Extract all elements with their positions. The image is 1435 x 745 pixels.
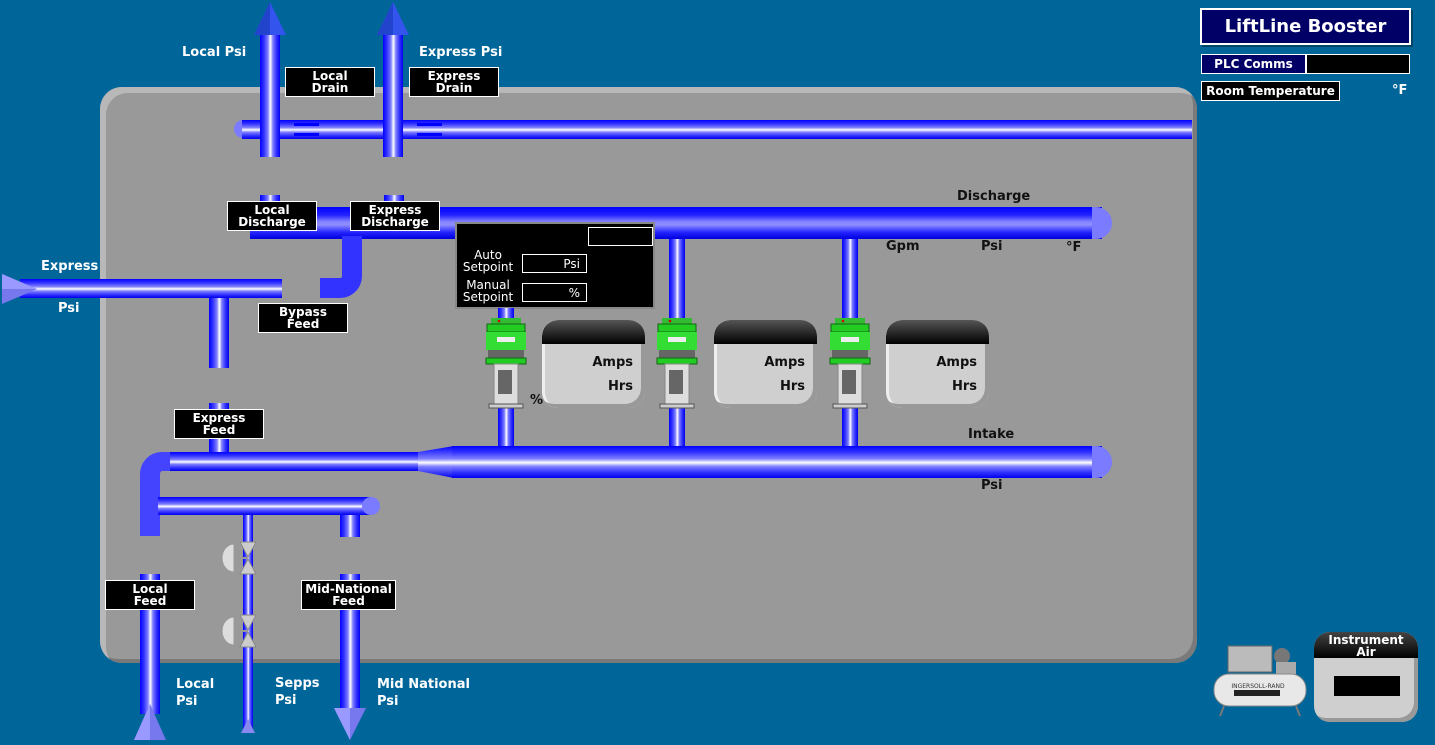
express-feed-valve-label[interactable]: Express Feed [174,409,264,439]
local-psi-bottom-unit: Psi [176,694,198,709]
pump-3-amps: Amps [936,355,977,370]
pump-3-status-box: Amps Hrs [886,320,989,408]
local-psi-label: Local Psi [182,45,247,60]
local-psi-bottom-label: Local [176,677,215,692]
instrument-air-box: Instrument Air [1314,632,1418,722]
pump-3-hrs: Hrs [951,379,977,394]
drain-valve-express [417,123,442,136]
pump-control-box: Auto Setpoint Psi Manual Setpoint % [455,222,655,309]
local-outlet-pipe-over [260,115,280,157]
process-panel [100,87,1197,663]
express-side-pipe [20,279,282,298]
pump-1-icon[interactable] [483,318,529,410]
sepps-psi-label: Sepps [275,676,320,691]
bypass-feed-valve-label[interactable]: Bypass Feed [258,303,348,333]
express-outlet-arrow-icon [377,2,409,35]
discharge-header-cap [1092,207,1112,239]
pump-2-hrs: Hrs [779,379,805,394]
room-temperature-unit: °F [1392,83,1408,98]
discharge-psi-unit: Psi [981,239,1003,254]
intake-title: Intake [968,427,1015,442]
mid-national-arrow-icon [334,708,366,740]
express-side-psi-label: Psi [58,301,80,316]
mid-national-stub [340,515,360,537]
intake-header-pipe [452,446,1102,478]
express-discharge-valve-label[interactable]: Express Discharge [350,201,440,231]
discharge-temp-unit: °F [1066,240,1082,255]
pump-1-status-box: Amps Hrs [542,320,645,408]
manual-setpoint-input[interactable]: % [522,283,587,302]
express-drain-valve-label[interactable]: Express Drain [409,67,499,97]
app-title: LiftLine Booster [1200,8,1411,45]
intake-psi-unit: Psi [981,478,1003,493]
discharge-title: Discharge [957,189,1031,204]
intake-reducer [418,446,454,478]
mid-national-feed-valve-label[interactable]: Mid-National Feed [301,580,396,610]
pump-2-icon[interactable] [654,318,700,410]
mode-display [588,227,653,246]
local-outlet-arrow-icon [254,2,286,35]
bypass-elbow-pipe [320,236,362,298]
sepps-valve-2-icon[interactable] [218,613,258,649]
local-drain-valve-label[interactable]: Local Drain [285,67,375,97]
pump-3-icon[interactable] [827,318,873,410]
plc-comms-status [1306,54,1410,74]
express-side-arrow-icon [2,274,37,304]
express-psi-label: Express Psi [419,45,503,60]
sepps-valve-1-icon[interactable] [218,540,258,576]
express-tee-pipe [209,298,229,368]
auto-setpoint-input[interactable]: Psi [522,254,587,273]
pump-2-status-box: Amps Hrs [714,320,817,408]
express-side-label: Express [41,259,99,274]
instrument-air-title: Instrument Air [1314,632,1418,658]
pump-1-hrs: Hrs [607,379,633,394]
intake-small-pipe [170,452,420,471]
pump-1-amps: Amps [592,355,633,370]
feed-branch-pipe [158,497,370,515]
pump1-speed-unit: % [530,393,544,408]
compressor-brand: INGERSOLL-RAND [1231,683,1285,690]
local-feed-arrow-icon [134,704,166,740]
plc-comms-label: PLC Comms [1201,54,1306,74]
manual-setpoint-label: Manual Setpoint [462,278,514,304]
discharge-gpm-unit: Gpm [886,239,920,254]
local-discharge-valve-label[interactable]: Local Discharge [227,201,317,231]
local-feed-valve-label[interactable]: Local Feed [105,580,195,610]
express-outlet-pipe-over [383,115,403,157]
sepps-psi-unit: Psi [275,693,297,708]
room-temperature-label: Room Temperature [1201,81,1340,101]
pump-2-amps: Amps [764,355,805,370]
drain-header-pipe [242,120,1192,139]
intake-header-cap [1092,446,1112,478]
auto-setpoint-label: Auto Setpoint [462,248,514,274]
air-compressor-icon[interactable]: INGERSOLL-RAND [1210,640,1310,720]
instrument-air-display [1334,676,1400,696]
mid-national-psi-unit: Psi [377,694,399,709]
sepps-arrow-icon [241,719,255,733]
feed-branch-cap [362,497,380,515]
mid-national-psi-label: Mid National [377,677,470,692]
drain-valve-local [294,123,319,136]
